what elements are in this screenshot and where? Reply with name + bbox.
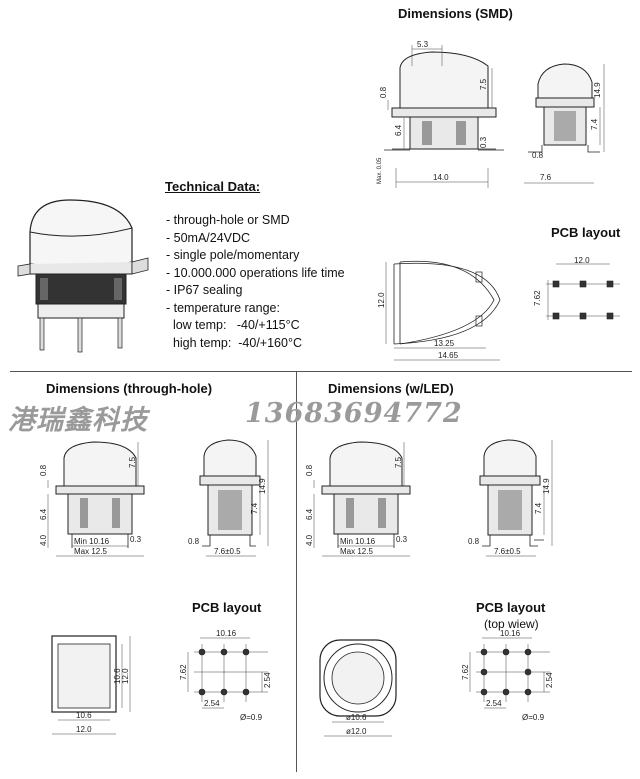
tech-item: - IP67 sealing bbox=[166, 283, 243, 297]
dim-label: 7.5 bbox=[394, 456, 403, 468]
dim-label: 14.0 bbox=[433, 173, 449, 182]
subheading-top-view: (top wiew) bbox=[484, 617, 539, 631]
dim-label: ø10.6 bbox=[346, 713, 367, 722]
dim-label: 10.16 bbox=[500, 629, 521, 638]
dim-label: ø12.0 bbox=[346, 727, 367, 736]
dim-label: 12.0 bbox=[574, 256, 590, 265]
dim-label: 14.9 bbox=[593, 82, 602, 98]
heading-pcb-layout-through-hole: PCB layout bbox=[192, 600, 262, 615]
watermark-company: 港瑞鑫科技 bbox=[8, 405, 148, 436]
dim-label: 0.8 bbox=[305, 464, 314, 476]
dim-label: 2.54 bbox=[263, 672, 272, 688]
heading-dimensions-led: Dimensions (w/LED) bbox=[328, 381, 454, 396]
through-hole-front-view-drawing: 0.8 7.5 6.4 4.0 0.3 Min 10.16 Max 12.5 bbox=[39, 441, 145, 557]
tech-item: - 50mA/24VDC bbox=[166, 230, 251, 245]
dim-label: 0.8 bbox=[188, 537, 200, 546]
dim-label: Max 12.5 bbox=[340, 547, 373, 556]
dim-label: 7.4 bbox=[590, 118, 599, 130]
dim-label: 7.4 bbox=[534, 502, 543, 514]
dim-label: 7.5 bbox=[128, 456, 137, 468]
dim-label: Max. 0.05 bbox=[377, 157, 383, 184]
dim-label: 6.4 bbox=[305, 508, 314, 520]
dim-label: 7.62 bbox=[461, 664, 470, 680]
dim-label: 2.54 bbox=[486, 699, 502, 708]
dim-label: 0.3 bbox=[396, 535, 408, 544]
dim-label: 0.8 bbox=[379, 86, 388, 98]
tech-item: high temp: -40/+160°C bbox=[166, 335, 302, 350]
dim-label: 6.4 bbox=[39, 508, 48, 520]
dim-label: 10.16 bbox=[216, 629, 237, 638]
led-front-view-drawing: 0.8 7.5 6.4 4.0 0.3 Min 10.16 Max 12.5 bbox=[305, 441, 411, 557]
heading-pcb-layout-led: PCB layout bbox=[476, 600, 546, 615]
dim-label: 2.54 bbox=[545, 672, 554, 688]
dim-label: 13.25 bbox=[434, 339, 455, 348]
dim-label: 12.0 bbox=[76, 725, 92, 734]
dim-label: 14.9 bbox=[542, 478, 551, 494]
dim-label: 7.5 bbox=[479, 78, 488, 90]
heading-technical-data: Technical Data: bbox=[165, 179, 261, 194]
dim-label: 7.4 bbox=[250, 502, 259, 514]
dim-label: Min 10.16 bbox=[340, 537, 376, 546]
dim-label: 7.6±0.5 bbox=[494, 547, 521, 556]
smd-side-view-drawing: 14.9 7.4 0.8 7.6 bbox=[524, 63, 605, 184]
dim-label: 7.62 bbox=[533, 290, 542, 306]
dim-label: 12.0 bbox=[121, 668, 130, 684]
dim-label: Max 12.5 bbox=[74, 547, 107, 556]
smd-cap-drawing: 12.0 13.25 14.65 bbox=[377, 260, 501, 361]
dim-label: 10.6 bbox=[76, 711, 92, 720]
heading-dimensions-through-hole: Dimensions (through-hole) bbox=[46, 381, 213, 396]
heading-pcb-layout-smd: PCB layout bbox=[551, 225, 621, 240]
dim-label: 7.6 bbox=[540, 173, 552, 182]
dim-label: 0.8 bbox=[468, 537, 480, 546]
tech-item: - through-hole or SMD bbox=[166, 213, 290, 227]
tech-item: low temp: -40/+115°C bbox=[166, 318, 300, 332]
dim-label: 4.0 bbox=[305, 534, 314, 546]
dim-label: 0.8 bbox=[532, 151, 544, 160]
through-hole-square-cap-drawing: 10.6 12.0 10.6 12.0 bbox=[51, 635, 131, 735]
dim-label: Ø=0.9 bbox=[240, 713, 263, 722]
dim-label: Min 10.16 bbox=[74, 537, 110, 546]
heading-dimensions-smd: Dimensions (SMD) bbox=[398, 6, 513, 21]
divider-vertical bbox=[296, 372, 297, 772]
tech-item: - 10.000.000 operations life time bbox=[166, 265, 345, 280]
technical-data-list: - through-hole or SMD - 50mA/24VDC - sin… bbox=[166, 212, 376, 352]
led-side-view-drawing: 14.9 7.4 0.8 7.6±0.5 bbox=[468, 439, 553, 557]
switch-product-illustration bbox=[17, 199, 149, 353]
dim-label: 2.54 bbox=[204, 699, 220, 708]
dim-label: 0.3 bbox=[130, 535, 142, 544]
dim-label: 12.0 bbox=[377, 292, 386, 308]
led-round-cap-drawing: ø10.6 ø12.0 bbox=[319, 639, 397, 737]
dim-label: 7.6±0.5 bbox=[214, 547, 241, 556]
dim-label: 14.9 bbox=[258, 478, 267, 494]
dim-label: 14.65 bbox=[438, 351, 459, 360]
dim-label: Ø=0.9 bbox=[522, 713, 545, 722]
dim-label: 4.0 bbox=[39, 534, 48, 546]
watermark-phone: 13683694772 bbox=[245, 398, 463, 429]
tech-item: - single pole/momentary bbox=[166, 248, 300, 262]
dim-label: 0.8 bbox=[39, 464, 48, 476]
dim-label: 10.6 bbox=[113, 668, 122, 684]
led-pcb-layout-drawing: 10.16 7.62 2.54 2.54 Ø=0.9 bbox=[461, 629, 554, 722]
divider-horizontal bbox=[10, 371, 632, 372]
through-hole-side-view-drawing: 14.9 7.4 0.8 7.6±0.5 bbox=[188, 439, 269, 557]
dim-label: 5.3 bbox=[417, 40, 429, 49]
smd-pcb-layout-drawing: 12.0 7.62 bbox=[533, 256, 620, 320]
smd-front-view-drawing: 5.3 7.5 0.8 6.4 0.3 Max. 0.05 14.0 bbox=[377, 40, 504, 188]
dim-label: 0.3 bbox=[479, 136, 488, 148]
through-hole-pcb-layout-drawing: 10.16 7.62 2.54 2.54 Ø=0.9 bbox=[179, 629, 272, 722]
tech-item: - temperature range: bbox=[166, 300, 280, 315]
dim-label: 7.62 bbox=[179, 664, 188, 680]
dim-label: 6.4 bbox=[394, 124, 403, 136]
